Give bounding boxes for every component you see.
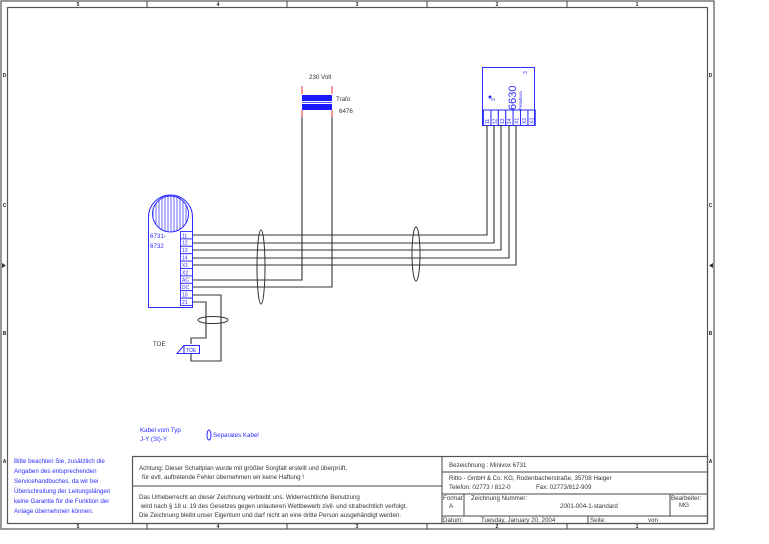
- note-line: Servicehandbuches, da wir bei: [14, 478, 98, 485]
- note: Bitte beachten Sie, zusätzlich die Angab…: [14, 458, 111, 515]
- terminal-label: X2: [182, 270, 188, 276]
- cable-bundle-marker: [411, 226, 421, 282]
- terminal-label: DC: [182, 285, 190, 291]
- terminal-label: 14: [507, 118, 513, 124]
- terminal-label: X1: [182, 263, 188, 269]
- terminal-label: AC: [182, 278, 189, 284]
- page-of-label: von: [648, 517, 659, 524]
- column-label: 2: [496, 524, 499, 530]
- drawing-title: Bezeichnung : Minivox 6731: [449, 462, 527, 469]
- column-label: 4: [217, 524, 220, 530]
- column-label: 4: [217, 2, 220, 8]
- column-dividers: [146, 1, 568, 529]
- drawing-number-label: Zeichnung Nummer:: [471, 495, 527, 502]
- copyright-text: Das Urheberrecht an dieser Zeichnung ver…: [139, 494, 360, 501]
- terminal-label: 11: [485, 119, 491, 124]
- unit-model: 6732: [150, 243, 164, 250]
- transformer-number: 6476: [339, 108, 353, 115]
- column-label: 3: [356, 524, 359, 530]
- terminal: [180, 297, 193, 306]
- note-line: Anlage übernehmen können.: [14, 508, 94, 515]
- toe-label: TOE: [153, 341, 166, 348]
- column-label: 2: [496, 2, 499, 8]
- editor-value: MG: [679, 502, 689, 509]
- module-number: 6630: [507, 86, 519, 110]
- center-arrow-icon: [2, 263, 6, 268]
- terminal-label: 13: [500, 118, 506, 124]
- transformer: 230 Volt Trafo 6476: [301, 74, 353, 117]
- note-line: Angaben des entsprechenden: [14, 468, 97, 475]
- column-label: 5: [77, 2, 80, 8]
- terminal-label: 12: [492, 118, 498, 124]
- terminal-label: 14: [182, 256, 188, 262]
- note-line: keine Garantie für die Funktion der: [14, 498, 109, 505]
- editor-label: Bearbeiter:: [671, 495, 702, 502]
- legend-cable-type: J-Y (St)-Y: [140, 436, 167, 443]
- drawing-number: 2001-004-1-standard: [560, 503, 618, 510]
- row-label: B: [709, 331, 713, 337]
- transformer-name: Trafo: [336, 96, 351, 103]
- row-label: A: [3, 459, 7, 465]
- cable-bundle-marker: [256, 229, 266, 305]
- format-label: Format: [443, 495, 463, 502]
- separate-cable-marker: [197, 316, 229, 324]
- row-label: C: [3, 203, 7, 209]
- terminal-label: 13: [182, 248, 188, 254]
- warning-text: Achtung: Dieser Schaltplan wurde mit grö…: [139, 465, 347, 472]
- speaker-grille-icon: [152, 195, 189, 233]
- toe-box-label: TOE: [186, 348, 197, 354]
- terminal-label: 11: [182, 233, 187, 239]
- copyright-text: Die Zeichnung bleibt unser Eigentum und …: [139, 512, 401, 519]
- copyright-text: wird nach § 18 u. 19 des Gesetzes gegen …: [139, 503, 407, 510]
- terminal-label: 12: [182, 241, 188, 247]
- terminal-label: X2: [522, 118, 528, 124]
- separate-cable-legend-icon: [206, 429, 212, 441]
- terminal-label: 10: [182, 293, 188, 299]
- column-label: 5: [77, 524, 80, 530]
- legend-separate-cable: Separates Kabel: [213, 432, 259, 439]
- column-label: 1: [636, 2, 639, 8]
- unit-model: 6731-: [150, 233, 166, 240]
- company-fax: Fax: 02773/812-909: [536, 484, 592, 491]
- warning-text: für evtl. auftretende Fehler übernehmen …: [142, 474, 304, 481]
- title-block: Achtung: Dieser Schaltplan wurde mit grö…: [131, 455, 709, 525]
- note-line: Bitte beachten Sie, zusätzlich die: [14, 458, 105, 465]
- page-label: Seite:: [590, 517, 606, 524]
- module-mark: 3: [523, 71, 529, 74]
- note-line: Überschreitung der Leitungslängen: [14, 488, 111, 495]
- outer-frame: [0, 0, 715, 530]
- date-value: Tuesday, January 20, 2004: [481, 517, 556, 524]
- column-label: 1: [636, 524, 639, 530]
- row-label: A: [709, 459, 713, 465]
- format-value: A: [449, 503, 454, 510]
- module-mark: 3: [491, 98, 497, 101]
- terminal: [527, 109, 536, 126]
- legend-cable-type: Kabel vom Typ: [140, 427, 181, 434]
- date-label: Datum:: [443, 517, 463, 524]
- wires: [190, 117, 517, 362]
- voltage-label: 230 Volt: [309, 74, 332, 81]
- row-label: C: [709, 203, 713, 209]
- terminal-label: X1: [515, 118, 521, 124]
- terminal-label: X3: [529, 118, 535, 124]
- terminal-label: 21: [182, 300, 188, 306]
- row-label: D: [3, 73, 7, 79]
- column-label: 3: [356, 2, 359, 8]
- company-address: Ritto - GmbH & Co. KG, Rodenbacherstraße…: [449, 475, 612, 482]
- company-phone: Telefon: 02773 / 812-0: [449, 484, 511, 491]
- row-label: D: [709, 73, 713, 79]
- toe-connector: TOE TOE: [153, 341, 200, 354]
- module-sub: Peladosa: [518, 91, 523, 110]
- center-arrow-icon: [709, 263, 713, 268]
- row-label: B: [3, 331, 7, 337]
